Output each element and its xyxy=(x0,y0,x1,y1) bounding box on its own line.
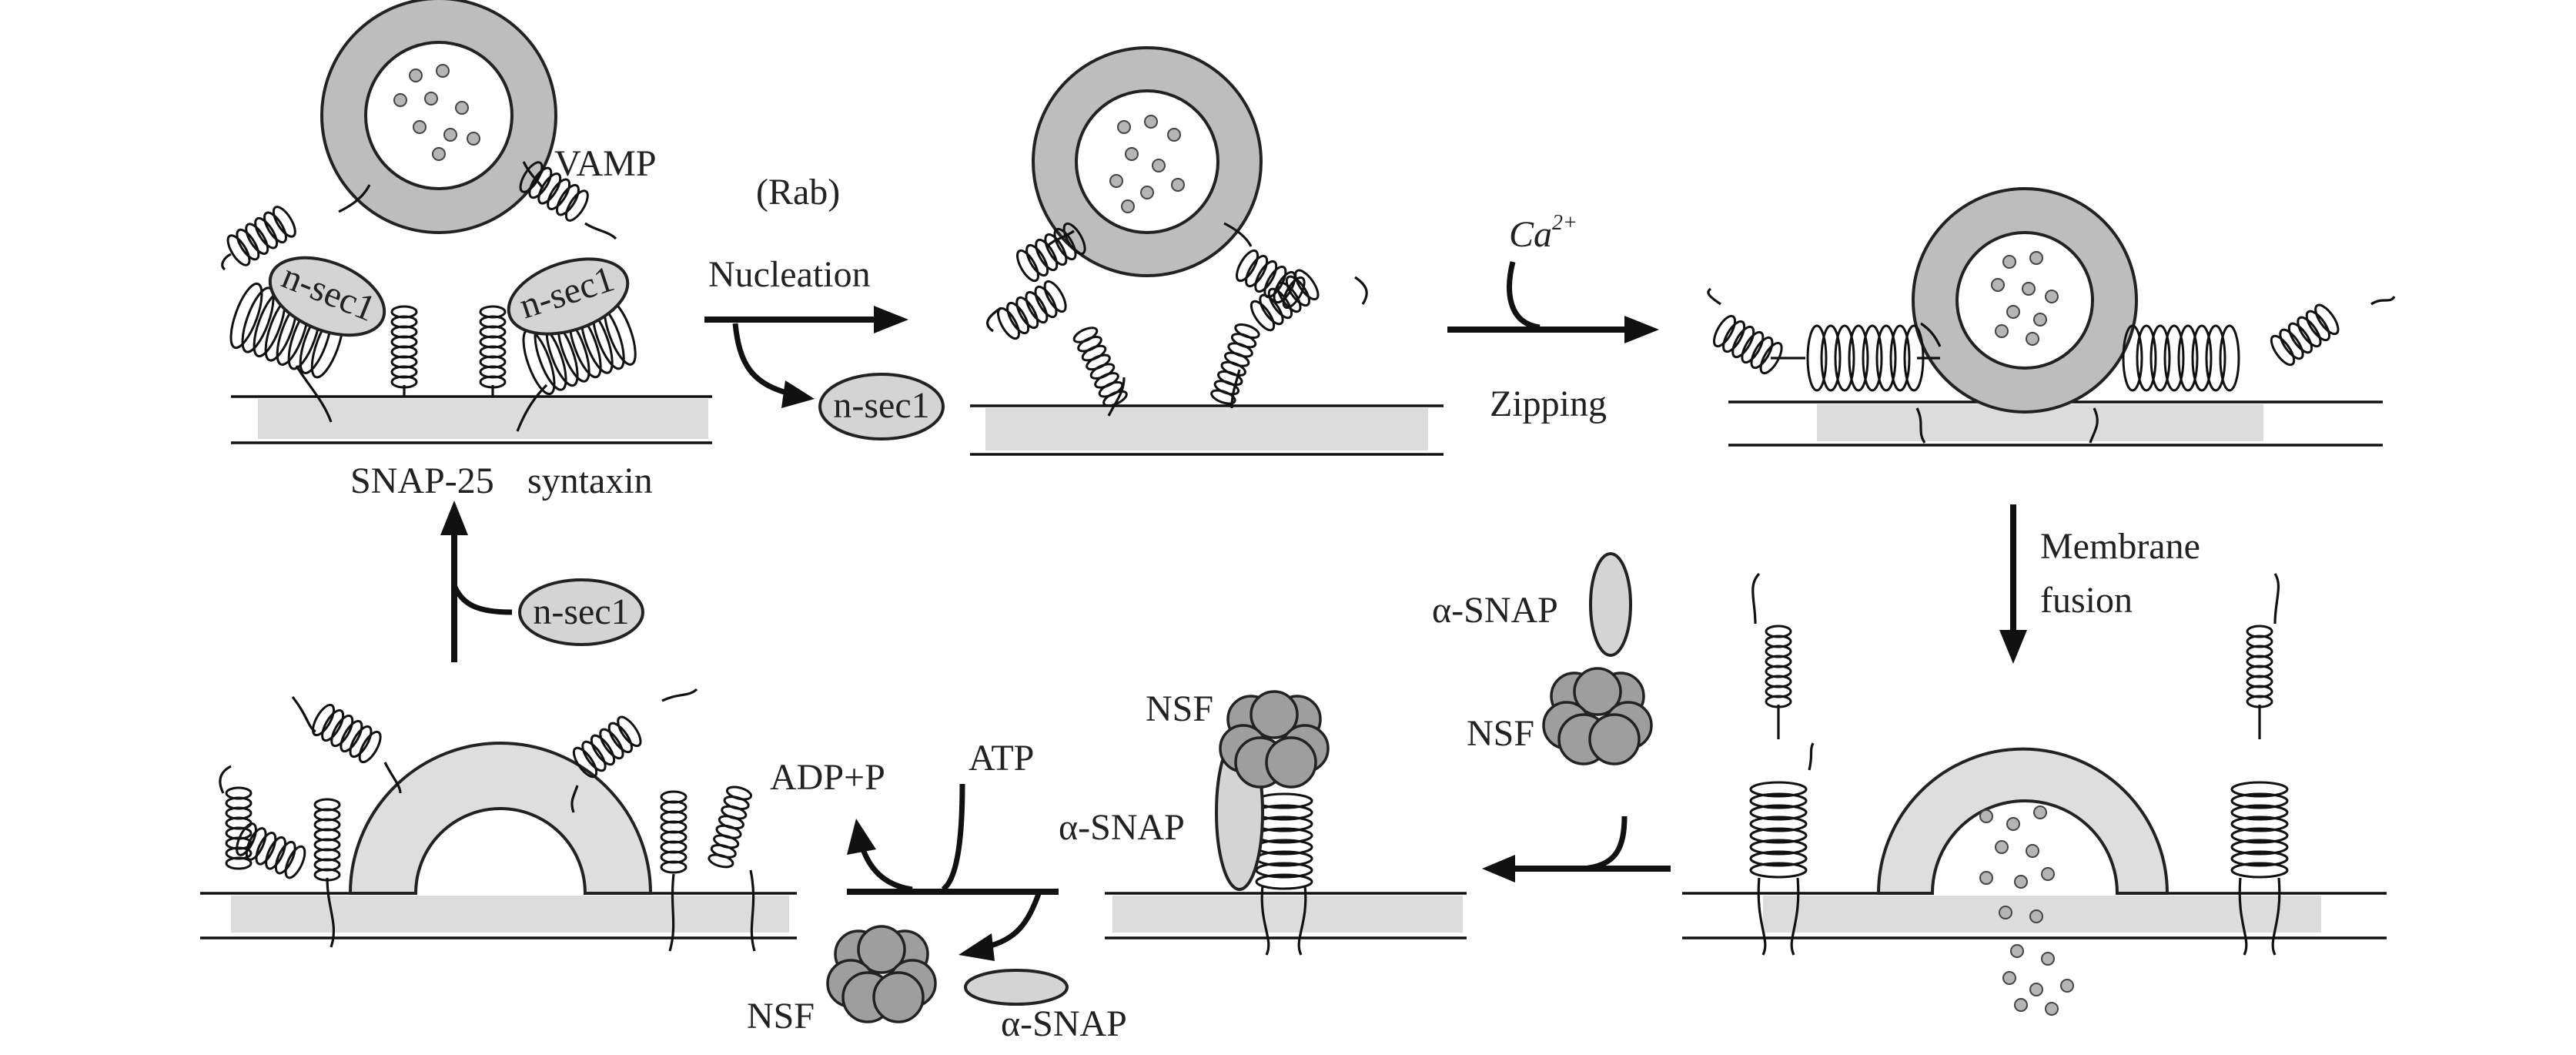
vamp-label: VAMP xyxy=(554,143,657,184)
panel-fusion xyxy=(1682,572,2387,1016)
nsf-label-right: NSF xyxy=(1467,713,1534,754)
alpha-snap-label-middle: α-SNAP xyxy=(1059,807,1185,848)
panel-recycled xyxy=(200,688,797,952)
panel-nsf-complex: NSF α-SNAP xyxy=(1059,688,1467,956)
panel-nucleation xyxy=(970,46,1444,456)
syntaxin-label: syntaxin xyxy=(527,461,653,501)
panel-docking: n-sec1 n-sec1 VAMP SNAP-25 syntaxin xyxy=(221,0,712,501)
membrane-fusion-arrow: Membrane fusion xyxy=(1999,504,2200,664)
recycle-arrow: n-sec1 xyxy=(440,501,644,662)
plasma-membrane xyxy=(258,399,708,439)
alpha-snap-released xyxy=(964,969,1069,1006)
snap25-label: SNAP-25 xyxy=(350,461,494,501)
fused-vesicle xyxy=(1876,747,2170,895)
rab-label: (Rab) xyxy=(756,172,840,213)
nsf-binding-arrow: α-SNAP NSF xyxy=(1432,552,1671,883)
nucleation-arrow: (Rab) Nucleation n-sec1 xyxy=(704,172,945,440)
plasma-membrane xyxy=(1112,896,1463,933)
svg-text:n-sec1: n-sec1 xyxy=(533,591,629,632)
nsf-hexamer-free xyxy=(1542,667,1653,765)
nsec1-oval-bottom: n-sec1 xyxy=(518,578,644,646)
recycled-vesicle-membrane xyxy=(348,742,653,895)
zipping-label: Zipping xyxy=(1490,383,1607,424)
panel-zipping xyxy=(1707,187,2396,447)
nsec1-oval-right: n-sec1 xyxy=(507,257,630,336)
nsf-label-bottom: NSF xyxy=(747,996,815,1037)
nucleation-label: Nucleation xyxy=(708,254,871,295)
membrane-fusion-label-1: Membrane xyxy=(2040,526,2200,567)
released-nsec1: n-sec1 xyxy=(818,373,945,440)
vesicle xyxy=(1912,187,2138,414)
svg-text:n-sec1: n-sec1 xyxy=(833,385,929,426)
zipping-arrow: Ca2+ Zipping xyxy=(1447,211,1659,424)
disassembly-arrow: ATP ADP+P NSF α-SNAP xyxy=(747,738,1127,1044)
nsf-label-middle: NSF xyxy=(1146,688,1213,729)
alpha-snap-free xyxy=(1589,552,1632,657)
plasma-membrane xyxy=(231,896,789,933)
vesicle xyxy=(1032,46,1263,277)
atp-label: ATP xyxy=(969,738,1034,779)
membrane-fusion-label-2: fusion xyxy=(2040,580,2133,621)
ca-label: Ca2+ xyxy=(1509,211,1577,255)
alpha-snap-label-right: α-SNAP xyxy=(1432,590,1558,631)
released-contents xyxy=(1979,805,2074,1016)
plasma-membrane xyxy=(985,408,1428,450)
vesicle xyxy=(320,0,557,234)
alpha-snap-label-bottom: α-SNAP xyxy=(1001,1003,1127,1044)
nsf-hexamer-released xyxy=(826,925,937,1023)
adp-p-label: ADP+P xyxy=(770,757,885,798)
nsec1-oval-left: n-sec1 xyxy=(268,256,386,337)
